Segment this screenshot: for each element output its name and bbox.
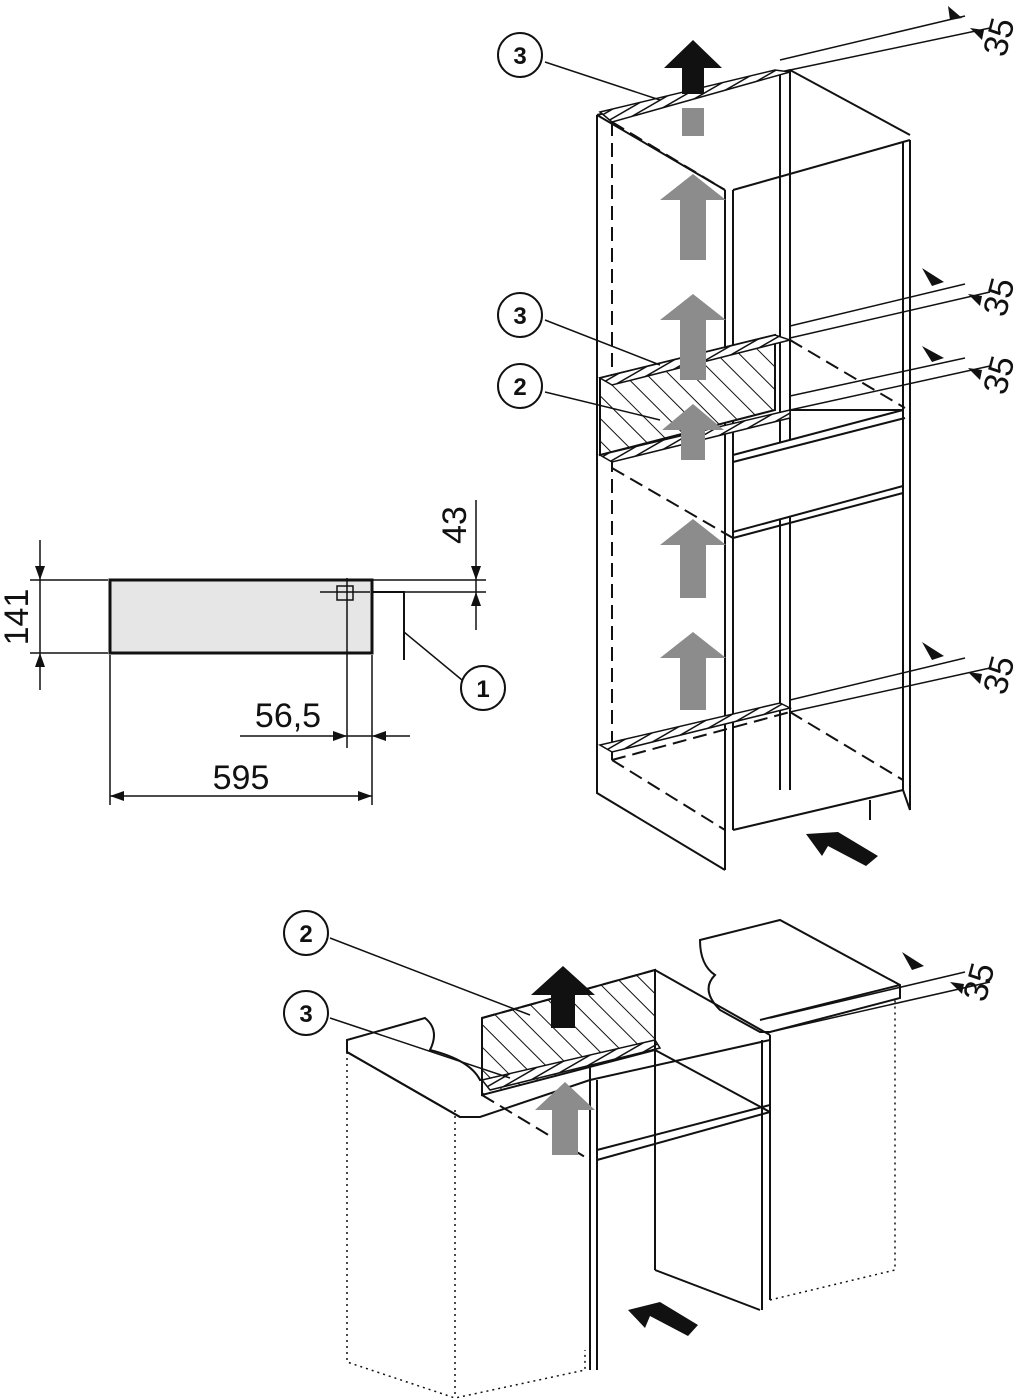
airflow-arrow-base: [535, 1082, 595, 1155]
callout-3-base: [283, 990, 329, 1036]
worktop-right: [698, 918, 901, 1033]
exhaust-arrow-base: [531, 966, 595, 1028]
svg-text:35: 35: [976, 652, 1022, 698]
airflow-arrows: [660, 108, 726, 710]
svg-text:35: 35: [956, 959, 1002, 1005]
svg-text:2: 2: [299, 921, 312, 948]
connection-box: [336, 585, 354, 601]
dim-connection-offset: 56,5: [255, 697, 321, 735]
callout-2-mid: [497, 363, 543, 409]
svg-text:35: 35: [976, 14, 1022, 60]
appliance-front: [108, 578, 374, 655]
base-unit: 35 2 3: [283, 910, 1003, 1399]
svg-text:35: 35: [976, 352, 1022, 398]
callout-2-base: [283, 910, 329, 956]
callout-3-top: [497, 32, 543, 78]
intake-arrow-base: [628, 1302, 698, 1336]
callout-1: [460, 665, 506, 711]
svg-text:35: 35: [976, 274, 1022, 320]
vent-gap-dims: 35 35 35 35: [779, 6, 1023, 713]
svg-text:3: 3: [513, 303, 526, 330]
exhaust-arrow: [664, 40, 722, 94]
callout-3-mid: [497, 292, 543, 338]
svg-text:3: 3: [513, 43, 526, 70]
front-view: 141 43 56,5 595 1: [0, 500, 506, 805]
intake-arrow: [806, 832, 878, 866]
bottom-vent-strip: [597, 702, 793, 753]
svg-text:3: 3: [299, 1001, 312, 1028]
power-cable: [372, 591, 405, 660]
svg-text:2: 2: [513, 374, 526, 401]
top-vent-strip: [598, 69, 791, 123]
dim-connection-height: 43: [436, 506, 474, 544]
dim-width: 595: [213, 759, 270, 797]
drawer-front: [732, 408, 904, 534]
tall-cabinet: 35 35 35 35 3 3 2: [497, 6, 1023, 871]
dim-height: 141: [0, 589, 36, 646]
svg-text:1: 1: [476, 676, 489, 703]
